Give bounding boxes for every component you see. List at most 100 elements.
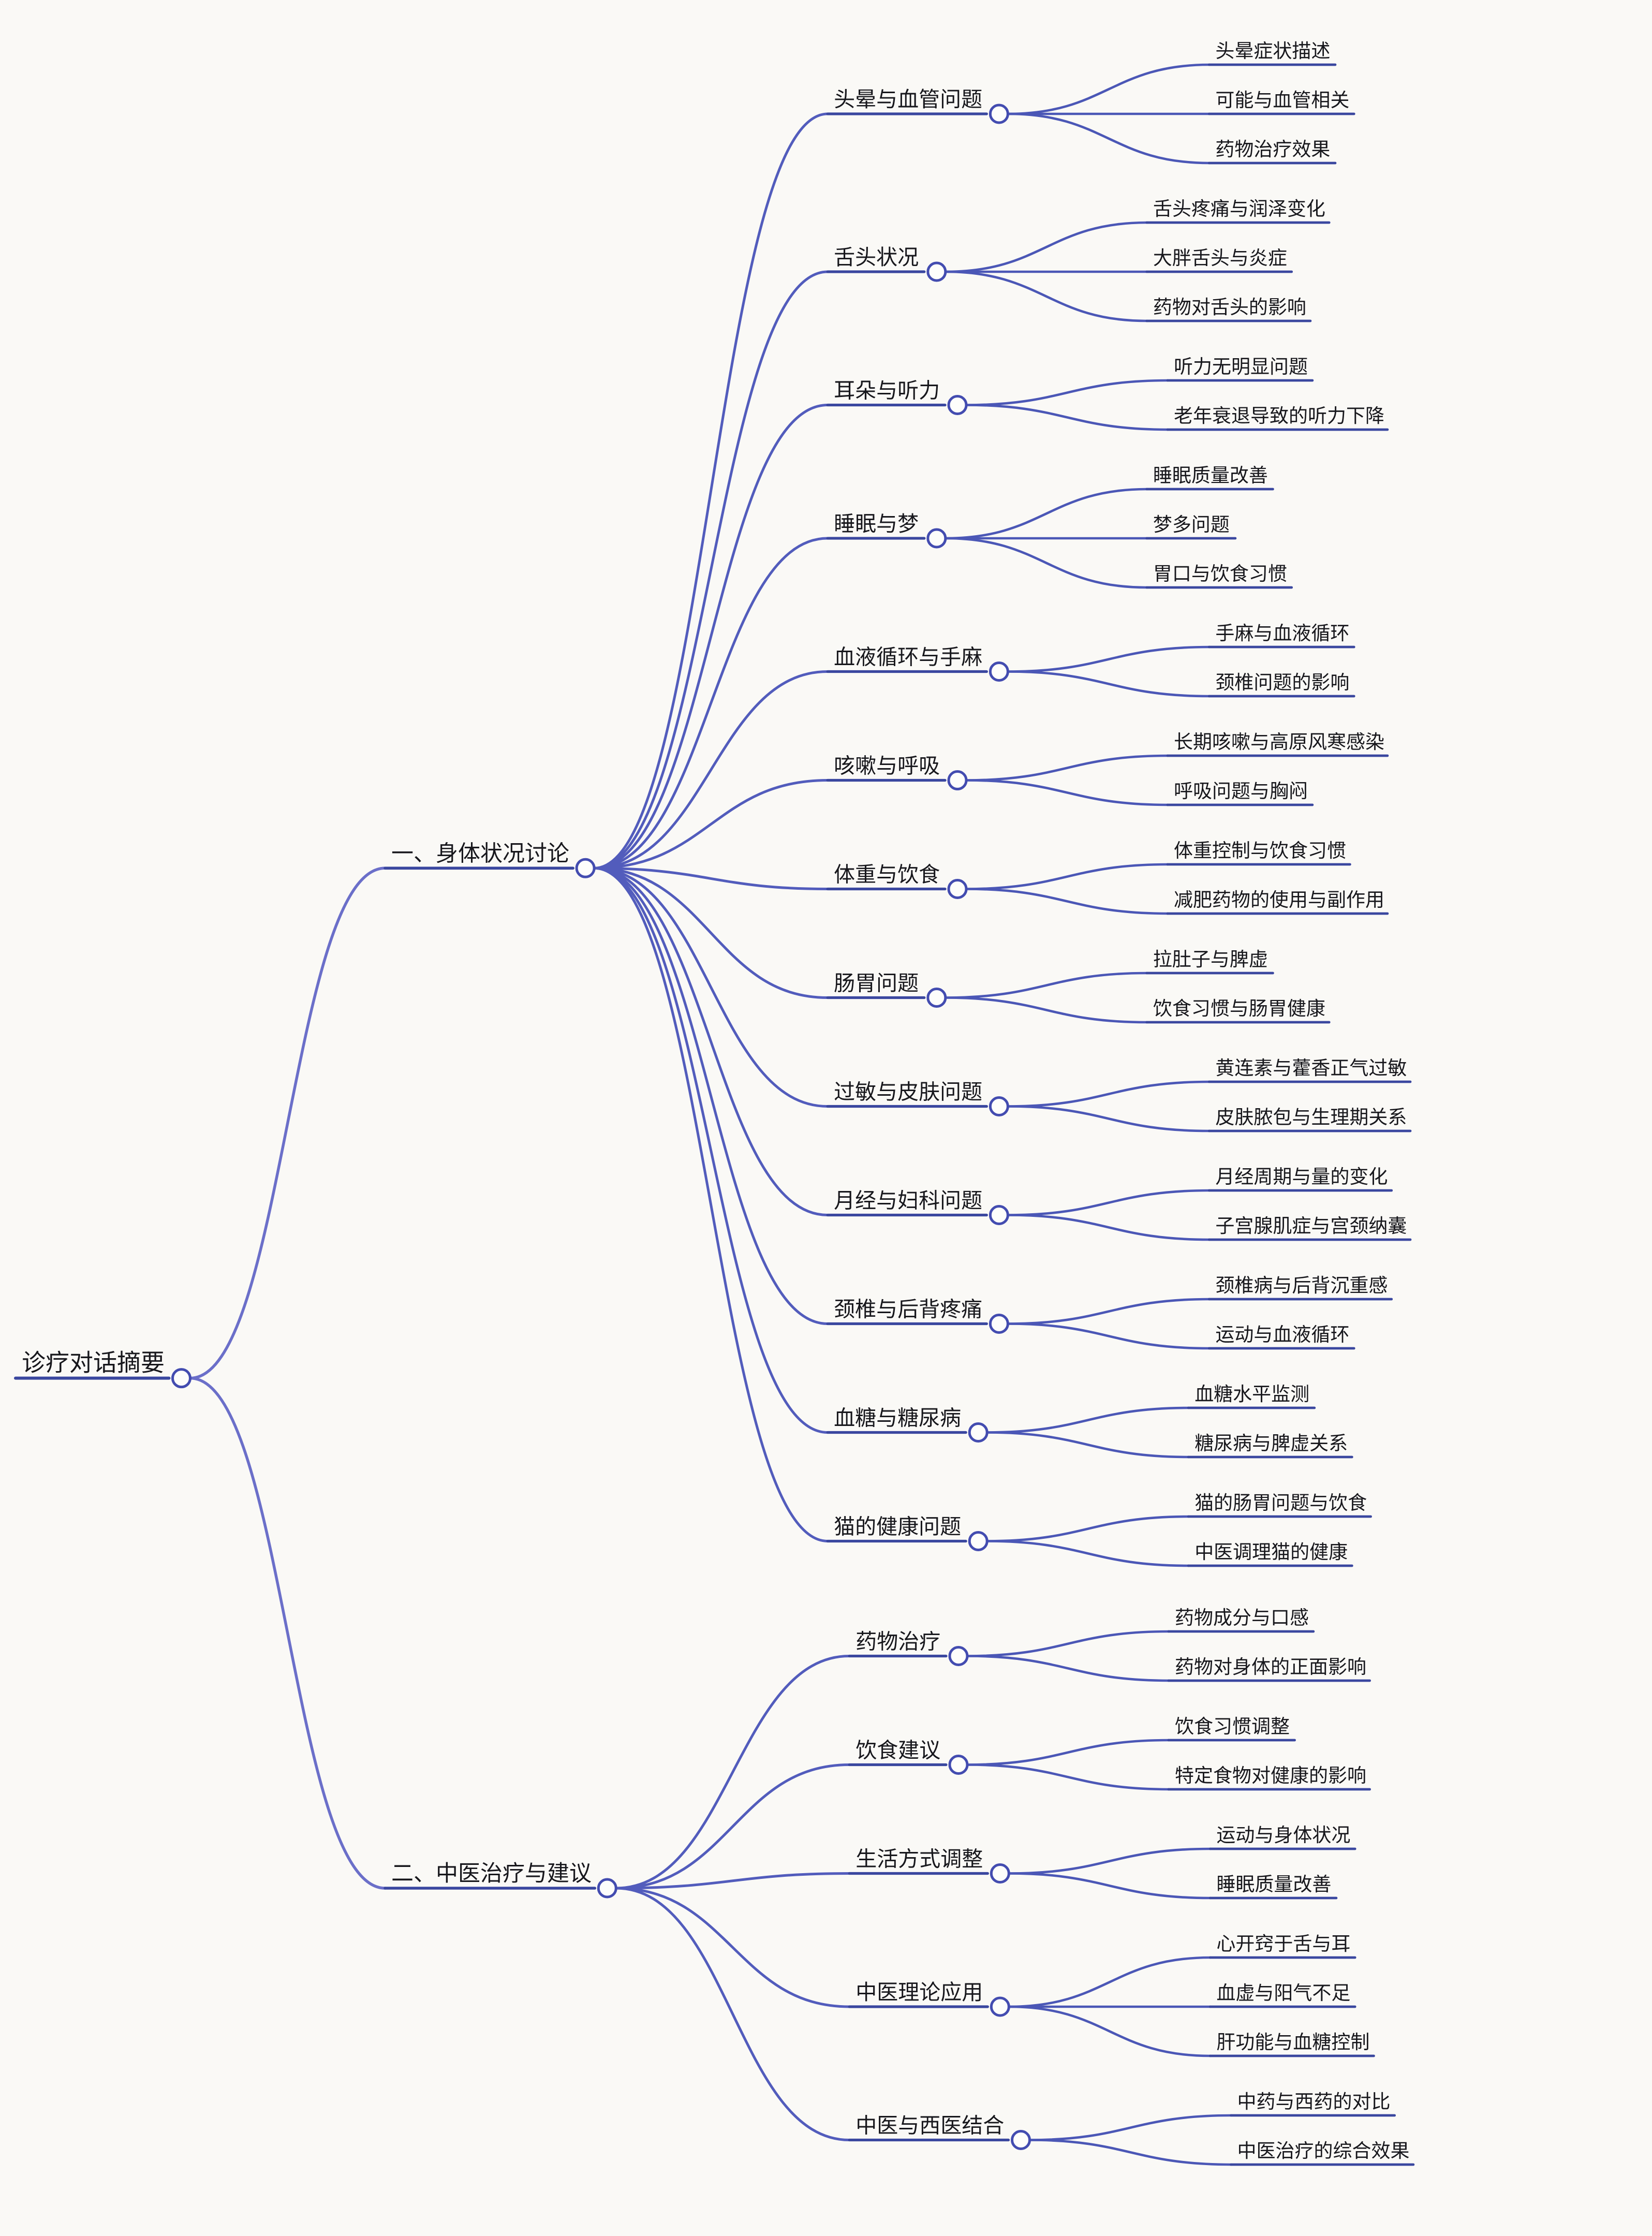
leaf-label[interactable]: 颈椎问题的影响	[1215, 672, 1349, 693]
leaf-label[interactable]: 减肥药物的使用与副作用	[1174, 889, 1384, 910]
branch-curve	[966, 1739, 1170, 1766]
topic-label[interactable]: 舌头状况	[834, 245, 919, 269]
branch-curve	[1007, 112, 1211, 165]
node-junction-circle[interactable]	[947, 770, 968, 790]
topic-label[interactable]: 药物治疗	[856, 1630, 940, 1654]
leaf-label[interactable]: 运动与血液循环	[1215, 1324, 1349, 1345]
leaf-label[interactable]: 血虚与阳气不足	[1216, 1982, 1350, 2004]
leaf-label[interactable]: 中医调理猫的健康	[1194, 1541, 1348, 1563]
topic-label[interactable]: 中医与西医结合	[856, 2114, 1004, 2138]
branch-label[interactable]: 一、身体状况讨论	[391, 841, 569, 866]
node-junction-circle[interactable]	[989, 1314, 1009, 1334]
branch-curve	[944, 537, 1148, 589]
leaf-label[interactable]: 颈椎病与后背沉重感	[1215, 1275, 1388, 1296]
node-junction-circle[interactable]	[968, 1422, 989, 1443]
node-junction-circle[interactable]	[1011, 2130, 1031, 2150]
leaf-label[interactable]: 听力无明显问题	[1174, 356, 1308, 377]
leaf-label[interactable]: 运动与身体状况	[1216, 1825, 1350, 1846]
node-junction-circle[interactable]	[989, 1096, 1009, 1116]
branch-curve	[593, 670, 829, 870]
branch-curve	[1007, 63, 1211, 115]
branch-curve	[614, 1887, 851, 2008]
branch-curve	[965, 863, 1169, 890]
topic-label[interactable]: 饮食建议	[856, 1739, 940, 1762]
node-junction-circle[interactable]	[989, 104, 1009, 124]
leaf-label[interactable]: 长期咳嗽与高原风寒感染	[1174, 731, 1384, 753]
node-junction-circle[interactable]	[990, 1996, 1010, 2017]
topic-label[interactable]: 头晕与血管问题	[834, 87, 982, 111]
leaf-label[interactable]: 老年衰退导致的听力下降	[1174, 405, 1384, 426]
topic-label[interactable]: 生活方式调整	[856, 1847, 983, 1871]
leaf-label[interactable]: 特定食物对健康的影响	[1175, 1765, 1366, 1786]
node-junction-circle[interactable]	[926, 988, 947, 1008]
leaf-label[interactable]: 心开窍于舌与耳	[1216, 1933, 1350, 1954]
branch-curve	[1007, 1080, 1211, 1108]
topic-label[interactable]: 体重与饮食	[834, 863, 940, 887]
node-junction-circle[interactable]	[948, 1755, 969, 1775]
topic-label[interactable]: 血糖与糖尿病	[834, 1406, 961, 1430]
mindmap-root-label[interactable]: 诊疗对话摘要	[22, 1349, 165, 1376]
leaf-label[interactable]: 大胖舌头与炎症	[1153, 247, 1287, 269]
branch-label[interactable]: 二、中医治疗与建议	[391, 1861, 592, 1886]
leaf-label[interactable]: 睡眠质量改善	[1153, 465, 1268, 486]
leaf-label[interactable]: 拉肚子与脾虚	[1153, 949, 1268, 970]
leaf-label[interactable]: 药物对舌头的影响	[1153, 297, 1306, 318]
leaf-label[interactable]: 梦多问题	[1153, 514, 1230, 535]
leaf-label[interactable]: 呼吸问题与胸闷	[1174, 781, 1308, 802]
leaf-label[interactable]: 皮肤脓包与生理期关系	[1215, 1107, 1407, 1128]
node-junction-circle[interactable]	[575, 858, 596, 878]
branch-curve	[593, 537, 829, 870]
node-junction-circle[interactable]	[989, 1205, 1009, 1225]
leaf-label[interactable]: 饮食习惯调整	[1175, 1716, 1290, 1737]
node-junction-circle[interactable]	[597, 1878, 617, 1899]
leaf-label[interactable]: 黄连素与藿香正气过敏	[1215, 1057, 1407, 1079]
topic-label[interactable]: 猫的健康问题	[834, 1515, 961, 1539]
node-junction-circle[interactable]	[947, 879, 968, 899]
leaf-label[interactable]: 中医治疗的综合效果	[1237, 2140, 1410, 2161]
topic-label[interactable]: 中医理论应用	[856, 1980, 983, 2004]
branch-curve	[944, 270, 1148, 322]
leaf-label[interactable]: 药物治疗效果	[1215, 139, 1330, 160]
topic-label[interactable]: 血液循环与手麻	[834, 645, 982, 669]
leaf-label[interactable]: 手麻与血液循环	[1215, 623, 1349, 644]
leaf-label[interactable]: 睡眠质量改善	[1216, 1874, 1331, 1895]
leaf-label[interactable]: 头晕症状描述	[1215, 40, 1330, 62]
leaf-label[interactable]: 饮食习惯与肠胃健康	[1153, 998, 1325, 1019]
branch-curve	[593, 866, 829, 1216]
node-junction-circle[interactable]	[171, 1368, 191, 1389]
topic-label[interactable]: 颈椎与后背疼痛	[834, 1298, 982, 1321]
leaf-label[interactable]: 肝功能与血糖控制	[1216, 2032, 1369, 2053]
topic-label[interactable]: 咳嗽与呼吸	[834, 754, 940, 778]
leaf-label[interactable]: 月经周期与量的变化	[1215, 1166, 1388, 1187]
leaf-label[interactable]: 药物成分与口感	[1175, 1607, 1309, 1628]
branch-curve	[1028, 2114, 1232, 2141]
topic-label[interactable]: 过敏与皮肤问题	[834, 1080, 982, 1104]
branch-curve	[614, 1887, 851, 2141]
leaf-label[interactable]: 舌头疼痛与润泽变化	[1153, 198, 1325, 219]
leaf-label[interactable]: 药物对身体的正面影响	[1175, 1656, 1366, 1678]
branch-curve	[1007, 1322, 1211, 1350]
leaf-label[interactable]: 血糖水平监测	[1194, 1384, 1309, 1405]
leaf-label[interactable]: 胃口与饮食习惯	[1153, 563, 1287, 584]
node-junction-circle[interactable]	[926, 261, 947, 282]
branch-curve	[593, 866, 829, 890]
node-junction-circle[interactable]	[947, 395, 968, 415]
leaf-label[interactable]: 糖尿病与脾虚关系	[1194, 1433, 1348, 1454]
leaf-label[interactable]: 子宫腺肌症与宫颈纳囊	[1215, 1215, 1407, 1237]
node-junction-circle[interactable]	[968, 1531, 989, 1551]
node-junction-circle[interactable]	[990, 1863, 1010, 1884]
topic-label[interactable]: 睡眠与梦	[834, 512, 919, 536]
node-junction-circle[interactable]	[948, 1646, 969, 1666]
node-junction-circle[interactable]	[926, 528, 947, 549]
topic-label[interactable]: 月经与妇科问题	[834, 1189, 982, 1213]
leaf-label[interactable]: 体重控制与饮食习惯	[1174, 840, 1346, 861]
topic-label[interactable]: 耳朵与听力	[834, 379, 940, 403]
topic-label[interactable]: 肠胃问题	[834, 972, 919, 995]
branch-curve	[188, 866, 387, 1380]
leaf-label[interactable]: 猫的肠胃问题与饮食	[1194, 1492, 1367, 1513]
leaf-label[interactable]: 中药与西药的对比	[1237, 2091, 1391, 2112]
leaf-label[interactable]: 可能与血管相关	[1215, 90, 1349, 111]
branch-curve	[1007, 1298, 1211, 1325]
branch-curve	[1007, 645, 1211, 673]
node-junction-circle[interactable]	[989, 661, 1009, 682]
